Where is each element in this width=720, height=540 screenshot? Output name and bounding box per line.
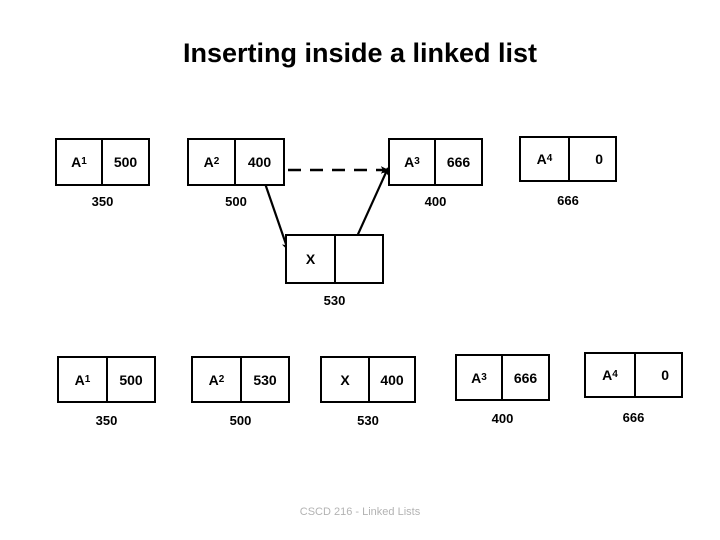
node-next-cell: 500 bbox=[108, 358, 154, 401]
node-data-value: A bbox=[602, 367, 613, 383]
node-bot-x[interactable]: X 400 bbox=[320, 356, 416, 403]
node-next-value: 500 bbox=[119, 371, 143, 388]
node-data-subscript: 1 bbox=[81, 156, 87, 167]
address-label-bot-a2: 500 bbox=[229, 413, 252, 428]
node-next-cell: 530 bbox=[242, 358, 288, 401]
address-label-top-a3: 400 bbox=[424, 194, 447, 209]
node-data-value: X bbox=[340, 371, 350, 388]
node-next-cell: 500 bbox=[103, 140, 148, 184]
node-data-value: A bbox=[74, 371, 85, 388]
node-data-value: A bbox=[208, 371, 219, 388]
page-title: Inserting inside a linked list bbox=[182, 38, 538, 68]
node-next-value: 530 bbox=[253, 371, 277, 388]
address-label-top-a4: 666 bbox=[557, 193, 579, 208]
node-data-value: A bbox=[404, 154, 415, 170]
node-data-subscript: 2 bbox=[218, 373, 225, 385]
node-next-cell: 400 bbox=[236, 140, 283, 184]
node-data-value: A bbox=[471, 369, 482, 386]
node-data-subscript: 3 bbox=[481, 371, 487, 383]
node-next-value: 500 bbox=[113, 154, 138, 170]
node-data-cell: X bbox=[287, 236, 336, 282]
address-label-bot-a1: 350 bbox=[95, 413, 118, 428]
node-next-cell: 666 bbox=[503, 356, 548, 399]
node-data-subscript: 4 bbox=[546, 153, 553, 164]
node-next-cell: 0 bbox=[636, 354, 681, 396]
address-label-mid-x: 530 bbox=[323, 293, 346, 308]
node-next-cell: 0 bbox=[570, 138, 615, 180]
address-label-top-a1: 350 bbox=[91, 194, 114, 209]
node-data-subscript: 4 bbox=[612, 369, 618, 380]
node-data-value: X bbox=[305, 251, 316, 267]
node-data-value: A bbox=[71, 154, 82, 170]
address-label-bot-x: 530 bbox=[357, 413, 379, 428]
node-next-value: 666 bbox=[513, 369, 538, 386]
node-next-value: 666 bbox=[446, 154, 471, 170]
node-data-subscript: 1 bbox=[84, 373, 91, 385]
node-next-value: 400 bbox=[247, 154, 272, 170]
node-data-value: A bbox=[536, 151, 547, 167]
node-data-subscript: 3 bbox=[414, 156, 420, 167]
node-next-cell: 400 bbox=[370, 358, 414, 401]
node-next-value: 0 bbox=[595, 151, 603, 167]
node-data-value: A bbox=[203, 154, 214, 170]
node-data-subscript: 2 bbox=[213, 156, 220, 167]
node-data-cell: X bbox=[322, 358, 370, 401]
node-mid-x[interactable]: X bbox=[285, 234, 384, 284]
node-next-value: 0 bbox=[661, 367, 669, 383]
address-label-top-a2: 500 bbox=[225, 194, 247, 209]
address-label-bot-a3: 400 bbox=[491, 411, 514, 426]
address-label-bot-a4: 666 bbox=[622, 410, 645, 425]
node-next-cell bbox=[336, 236, 382, 282]
slide-footer: CSCD 216 - Linked Lists bbox=[299, 506, 421, 518]
node-next-value: 400 bbox=[380, 371, 404, 388]
node-next-cell: 666 bbox=[436, 140, 481, 184]
